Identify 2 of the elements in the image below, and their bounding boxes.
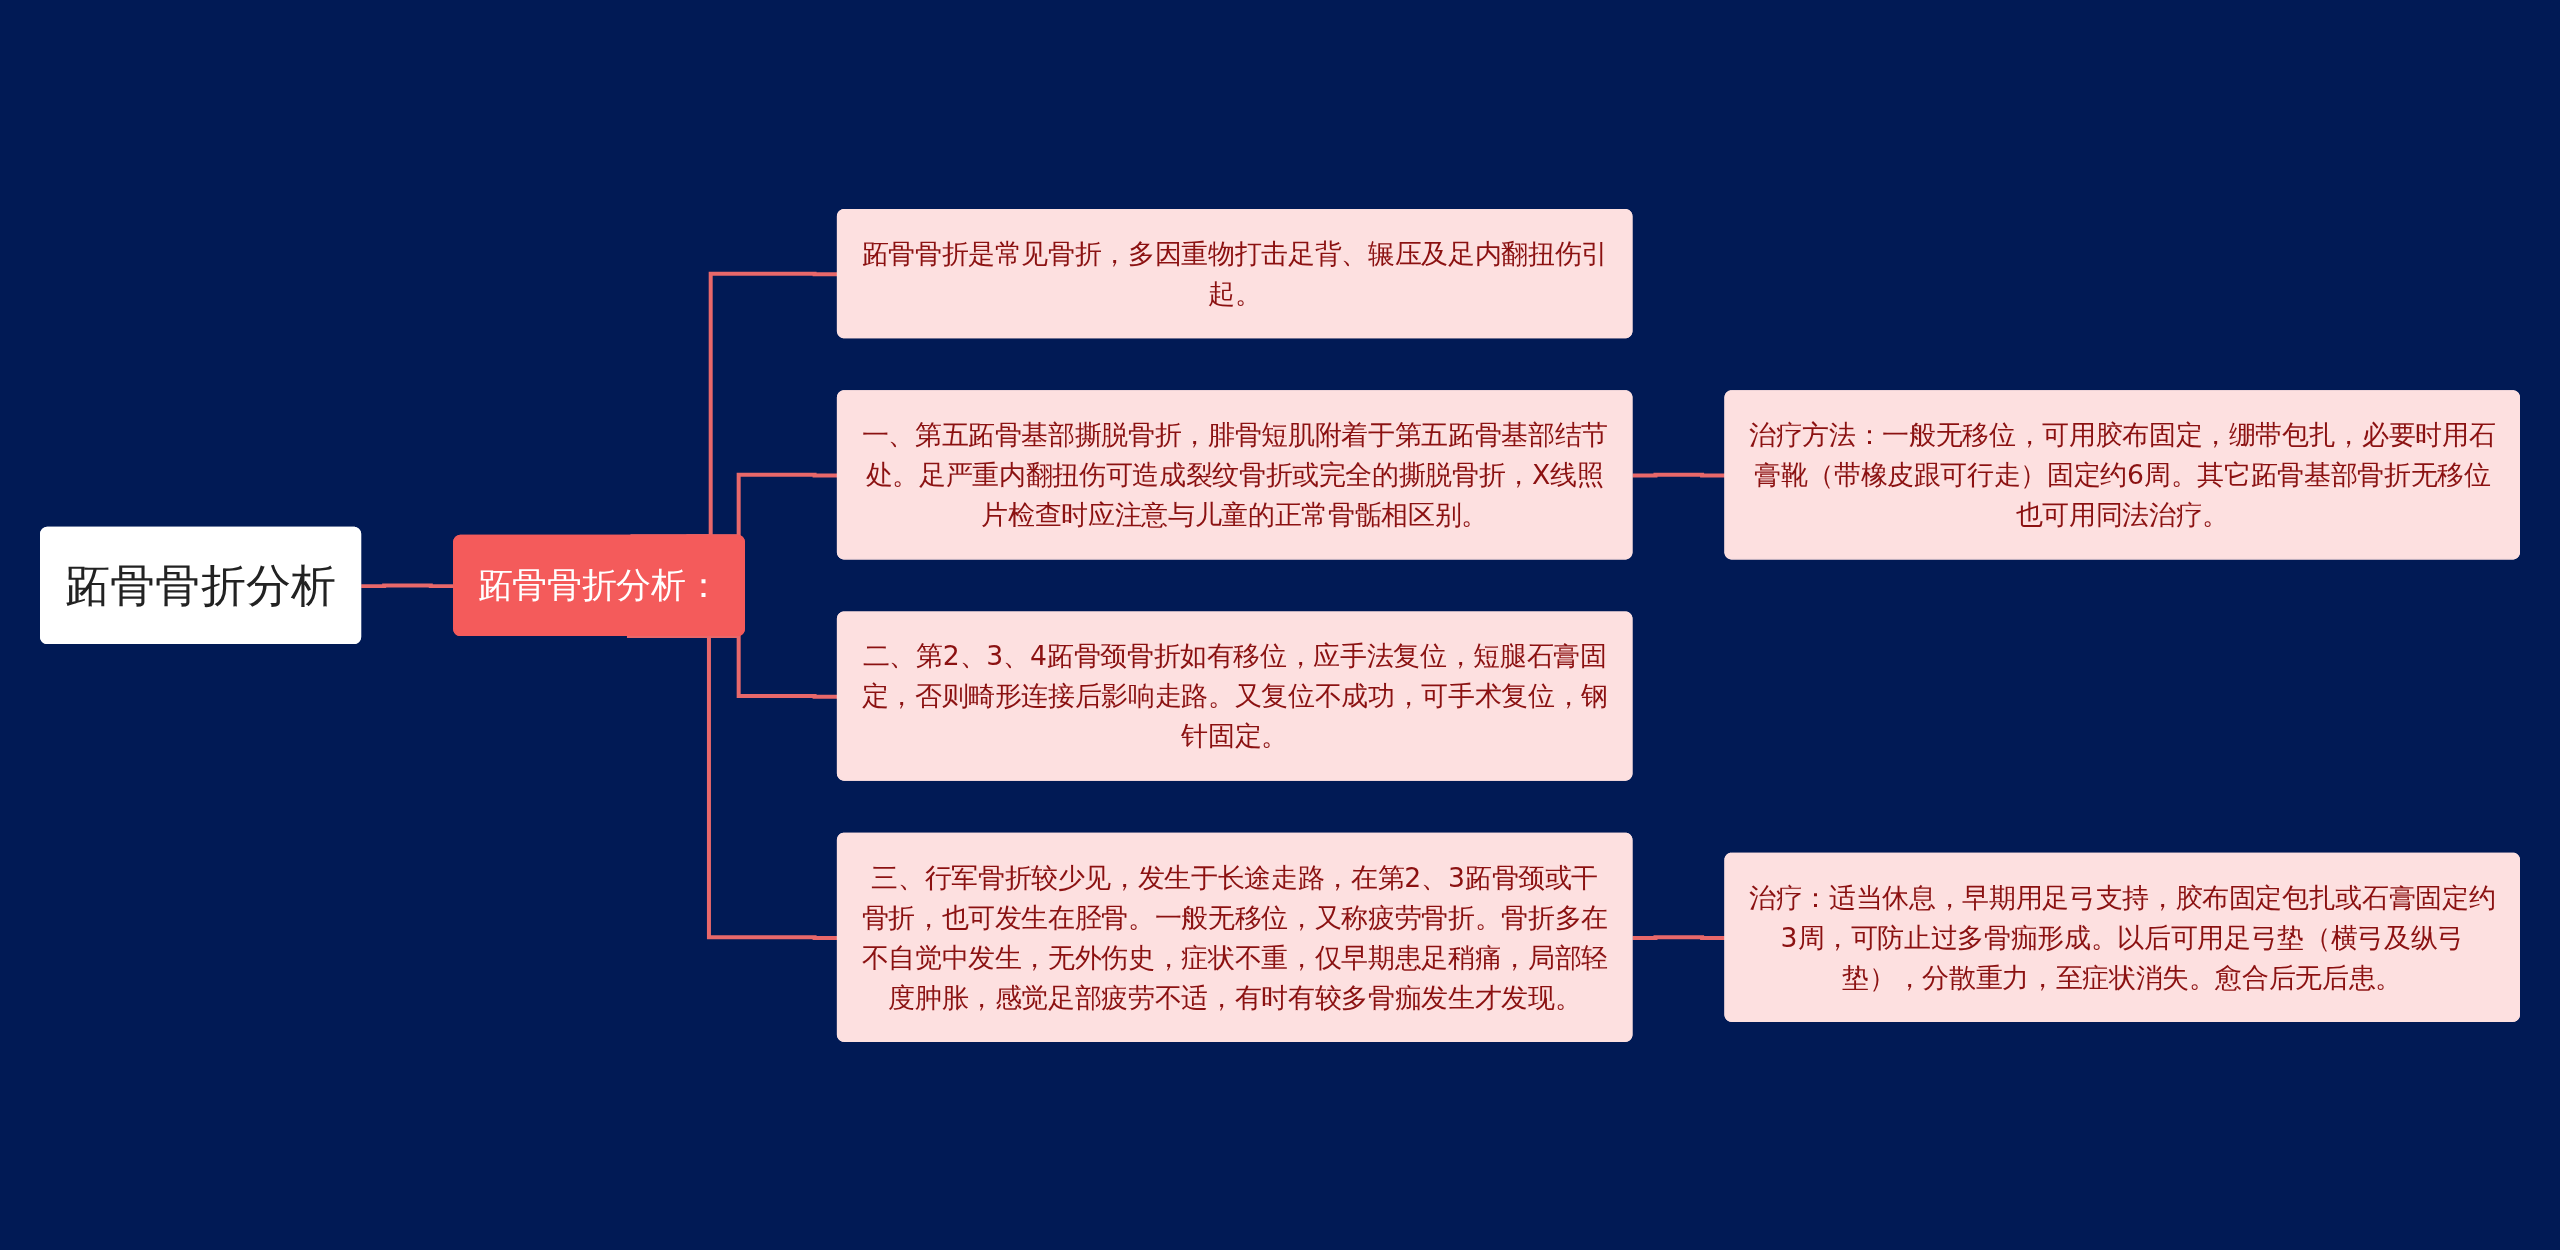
connector [1632,934,1726,940]
connector [1632,472,1726,478]
